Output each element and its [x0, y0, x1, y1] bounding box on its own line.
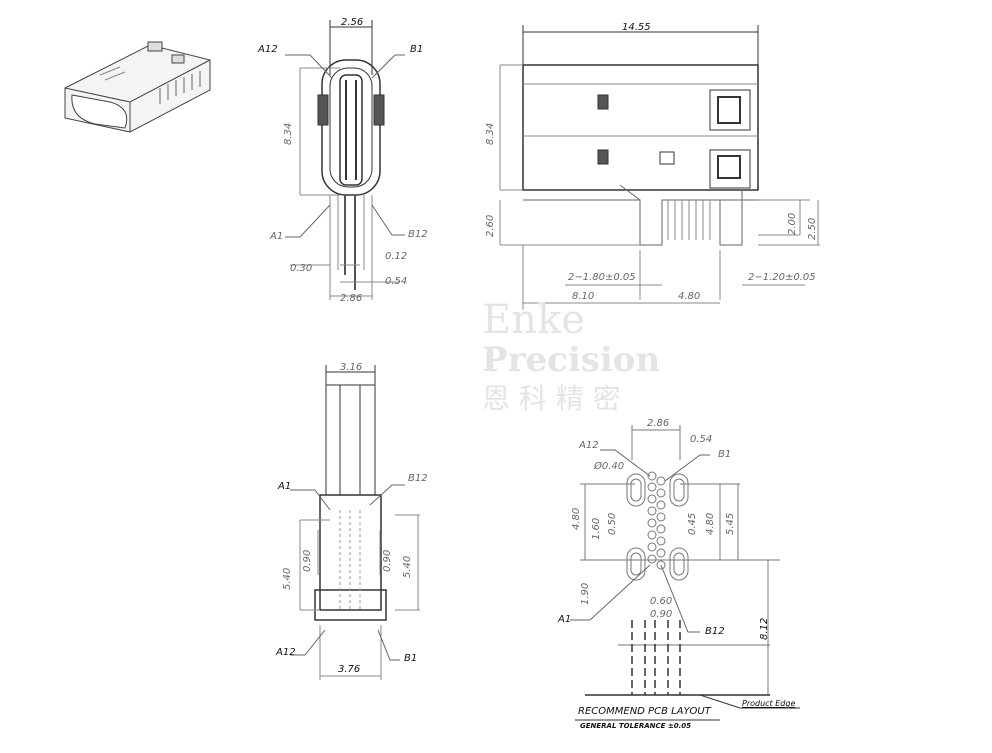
top-view — [499, 25, 820, 310]
dim-030: 0.30 — [290, 263, 313, 274]
dim-pitch-right: 0.90 — [382, 549, 393, 572]
dim-pcb-480-left: 4.80 — [571, 507, 582, 530]
label-pcb-b12: B12 — [705, 626, 725, 637]
dim-side-height: 8.34 — [283, 122, 294, 145]
dim-slot-right: 2−1.20±0.05 — [748, 272, 816, 283]
label-front-b1: B1 — [404, 653, 418, 664]
pcb-layout-title: RECOMMEND PCB LAYOUT — [578, 706, 711, 717]
dim-front-width-bottom: 3.76 — [338, 664, 361, 675]
label-a1: A1 — [270, 231, 284, 242]
dim-slot-left: 2−1.80±0.05 — [568, 272, 636, 283]
dim-side-width-top: 2.56 — [341, 17, 364, 28]
pcb-layout-view — [570, 425, 800, 721]
dim-250: 2.50 — [807, 217, 818, 240]
dim-050: 0.50 — [607, 512, 618, 535]
dim-812: 8.12 — [759, 617, 770, 640]
dim-012: 0.12 — [385, 251, 408, 262]
label-a12: A12 — [258, 44, 278, 55]
dim-090: 0.90 — [650, 609, 673, 620]
watermark-precision: Precision — [482, 340, 661, 380]
label-pcb-b1: B1 — [718, 449, 732, 460]
label-front-a12: A12 — [276, 647, 296, 658]
product-edge-label: Product Edge — [742, 699, 796, 708]
general-tolerance: GENERAL TOLERANCE ±0.05 — [580, 722, 691, 730]
label-pcb-a12: A12 — [579, 440, 599, 451]
dim-length: 14.55 — [622, 22, 651, 33]
dim-pcb-480-right: 4.80 — [705, 512, 716, 535]
dim-060: 0.60 — [650, 596, 673, 607]
dim-side-width-bottom: 2.86 — [340, 293, 363, 304]
dim-height-right: 5.40 — [402, 555, 413, 578]
dim-190: 1.90 — [580, 582, 591, 605]
watermark-chinese: 恩 科 精 密 — [482, 382, 621, 415]
label-b1: B1 — [410, 44, 424, 55]
pcb-holes — [647, 471, 666, 570]
dim-pcb-054: 0.54 — [690, 434, 713, 445]
dim-top-height: 8.34 — [485, 122, 496, 145]
label-front-b12: B12 — [408, 473, 428, 484]
dim-200: 2.00 — [787, 212, 798, 235]
label-front-a1: A1 — [278, 481, 292, 492]
dim-pin-height: 2.60 — [485, 214, 496, 237]
dim-pcb-width: 2.86 — [647, 418, 670, 429]
dim-045: 0.45 — [687, 512, 698, 535]
dim-pitch-left: 0.90 — [302, 549, 313, 572]
isometric-connector-view — [64, 41, 211, 133]
dim-480: 4.80 — [678, 291, 701, 302]
dim-hole-dia: Ø0.40 — [594, 461, 625, 472]
dim-810: 8.10 — [572, 291, 595, 302]
dim-545: 5.45 — [725, 512, 736, 535]
dim-front-width-top: 3.16 — [340, 362, 363, 373]
watermark-enke: Enke — [482, 297, 585, 343]
label-b12: B12 — [408, 229, 428, 240]
dim-054: 0.54 — [385, 276, 408, 287]
dim-160: 1.60 — [591, 517, 602, 540]
dim-height-left: 5.40 — [282, 567, 293, 590]
front-view — [290, 365, 420, 680]
side-view — [285, 20, 405, 300]
label-pcb-a1: A1 — [558, 614, 572, 625]
